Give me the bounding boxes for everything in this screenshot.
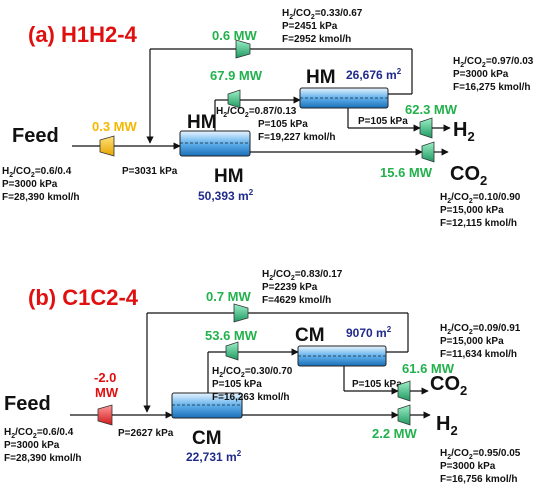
panel-a-co2-compressor-icon: [421, 141, 435, 163]
panel-b-co2-pressure: P=15,000 kPa: [440, 336, 504, 347]
panel-b-stage1-area: 22,731 m2: [186, 449, 242, 464]
panel-b-recycle-pressure: P=2239 kPa: [262, 282, 318, 293]
panel-a-recycle-flow: F=2952 kmol/h: [282, 34, 351, 45]
panel-a-recycle-ratio: H2/CO2=0.33/0.67: [282, 8, 363, 21]
panel-a-co2-label: CO2: [450, 163, 487, 188]
panel-b-stage1-label: CM: [192, 428, 222, 449]
panel-a-stage1-perm-compressor-icon: [227, 89, 241, 109]
panel-b-h2-compressor-icon: [397, 404, 411, 426]
panel-b-stage1-perm-flow: F=16,263 kmol/h: [212, 392, 290, 403]
panel-a-stage1-perm-ratio: H2/CO2=0.87/0.13: [216, 106, 297, 119]
panel-a-h2-flow: F=16,275 kmol/h: [453, 82, 531, 93]
panel-a-feed-pressure: P=3000 kPa: [2, 179, 58, 190]
panel-a-feed-label: Feed: [12, 125, 59, 147]
panel-b-co2-power: 61.6 MW: [402, 361, 455, 376]
panel-a-stage2-label: HM: [306, 67, 336, 88]
panel-b: (b) C1C2-4 Feed -2.0 MW H2/CO2=0.6/0.4 P…: [4, 269, 521, 485]
panel-b-h2-power: 2.2 MW: [372, 426, 418, 441]
panel-b-title: (b) C1C2-4: [28, 285, 139, 310]
panel-b-h2-pressure: P=3000 kPa: [440, 461, 496, 472]
panel-b-feed-power-value: -2.0: [94, 370, 116, 385]
panel-b-co2-flow: F=11,634 kmol/h: [440, 349, 517, 360]
panel-b-feed-flow: F=28,390 kmol/h: [4, 453, 82, 464]
panel-a-co2-ratio: H2/CO2=0.10/0.90: [440, 192, 521, 205]
panel-b-feed-compressor-icon: [97, 404, 113, 426]
panel-b-stage1-perm-ratio: H2/CO2=0.30/0.70: [212, 366, 293, 379]
panel-a-co2-pressure: P=15,000 kPa: [440, 205, 504, 216]
panel-a-co2-power: 15.6 MW: [380, 165, 433, 180]
panel-a-stage1-label-bottom: HM: [214, 166, 244, 187]
panel-a-stage1-perm-power: 67.9 MW: [210, 68, 263, 83]
panel-a-h2-ratio: H2/CO2=0.97/0.03: [453, 56, 534, 69]
panel-a-feed-flow: F=28,390 kmol/h: [2, 192, 80, 203]
panel-b-stage2-label: CM: [295, 325, 325, 346]
panel-a-stage2-area: 26,676 m2: [346, 67, 402, 82]
panel-b-stage1-perm-power: 53.6 MW: [205, 328, 258, 343]
panel-b-feed-power-unit: MW: [95, 385, 119, 400]
panel-b-recycle-ratio: H2/CO2=0.83/0.17: [262, 269, 343, 282]
panel-a-stage2-perm-pressure: P=105 kPa: [358, 116, 408, 127]
panel-b-co2-label: CO2: [430, 373, 467, 398]
panel-a-feed-compressor-power: 0.3 MW: [92, 119, 138, 134]
panel-a-h2-label: H2: [453, 119, 475, 144]
panel-a-h2-pressure: P=3000 kPa: [453, 69, 509, 80]
panel-b-stage2-perm-pressure: P=105 kPa: [352, 379, 402, 390]
panel-a-stage1-membrane: [179, 130, 251, 157]
panel-b-stage2-membrane: [297, 345, 387, 367]
panel-a-stage1-label: HM: [187, 112, 217, 133]
panel-b-feed-ratio: H2/CO2=0.6/0.4: [4, 427, 74, 440]
panel-a-stage1-perm-flow: F=19,227 kmol/h: [258, 132, 336, 143]
panel-a-feed-ratio: H2/CO2=0.6/0.4: [2, 166, 72, 179]
panel-a-co2-flow: F=12,115 kmol/h: [440, 218, 517, 229]
panel-a: (a) H1H2-4 Feed 0.3 MW H2/CO2=0.6/0.4 P=…: [2, 8, 534, 229]
panel-a-feed-compressor-icon: [99, 135, 115, 157]
panel-a-mix-pressure: P=3031 kPa: [122, 166, 178, 177]
panel-a-recycle-compressor-icon: [235, 39, 251, 59]
panel-b-stage1-membrane: [171, 392, 243, 419]
panel-b-h2-label: H2: [436, 413, 458, 438]
panel-b-recycle-power: 0.7 MW: [206, 289, 252, 304]
panel-b-h2-flow: F=16,756 kmol/h: [440, 474, 518, 485]
panel-b-h2-ratio: H2/CO2=0.95/0.05: [440, 448, 521, 461]
panel-a-recycle-pressure: P=2451 kPa: [282, 21, 338, 32]
panel-a-h2-compressor-icon: [419, 117, 433, 139]
panel-a-title: (a) H1H2-4: [28, 22, 138, 47]
panel-b-recycle-compressor-icon: [233, 303, 249, 323]
panel-b-feed-pressure: P=3000 kPa: [4, 440, 60, 451]
panel-a-recycle-power: 0.6 MW: [212, 28, 258, 43]
panel-b-co2-compressor-icon: [397, 380, 411, 402]
panel-b-recycle-flow: F=4629 kmol/h: [262, 295, 331, 306]
panel-b-stage2-area: 9070 m2: [346, 325, 392, 340]
panel-a-stage2-membrane: [299, 87, 389, 109]
panel-b-feed-label: Feed: [4, 393, 51, 415]
panel-a-h2-power: 62.3 MW: [405, 102, 458, 117]
panel-b-co2-ratio: H2/CO2=0.09/0.91: [440, 323, 521, 336]
panel-a-stage1-area: 50,393 m2: [198, 188, 254, 203]
panel-b-mix-pressure: P=2627 kPa: [118, 428, 174, 439]
panel-a-stage1-perm-pressure: P=105 kPa: [258, 119, 308, 130]
panel-b-stage1-perm-compressor-icon: [225, 341, 239, 361]
panel-b-stage1-perm-pressure: P=105 kPa: [212, 379, 262, 390]
